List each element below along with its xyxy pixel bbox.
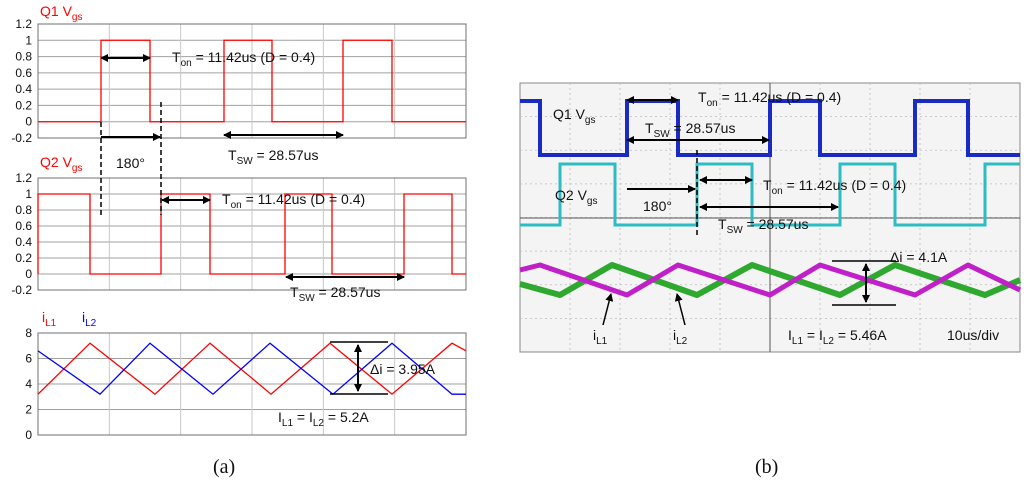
scope-timebase: 10us/div [947,327,999,343]
scope-phase-label: 180° [643,198,672,214]
current-tick-label: 8 [25,326,32,340]
q2-tick-label: 1.2 [15,171,32,185]
legend-il1: iL1 [42,309,57,329]
q2-tick-label: 1 [25,187,32,201]
scope-ton1-label: Ton = 11.42us (D = 0.4) [698,89,841,109]
scope-il1-label: iL1 [593,327,608,347]
scope-q2-label: Q2 Vgs [555,187,597,207]
q1-tick-label: 0.6 [15,66,32,80]
q2-ton-label: Ton = 11.42us (D = 0.4) [222,191,365,211]
scope-avg-label: IL1 = IL2 = 5.46A [788,327,887,347]
scope-il2-label: iL2 [673,327,688,347]
panel-label-a: (a) [213,456,235,478]
q1-tick-label: 1 [25,33,32,47]
q2-title: Q2 Vgs [40,154,82,174]
current-tick-label: 0 [25,428,32,442]
legend-il2: iL2 [82,309,97,329]
q1-tick-label: -0.2 [11,131,32,145]
q1-plot: 1.2 1 0.8 0.6 0.4 0.2 0 -0.2 [11,17,467,145]
scope-q2-trace [520,162,1020,227]
q2-tick-label: 0.6 [15,219,32,233]
q1-tick-label: 0.2 [15,98,32,112]
q1-tick-label: 0.4 [15,82,32,96]
q2-tick-label: 0.8 [15,203,32,217]
scope-il1-trace [519,262,1022,298]
panel-label-b: (b) [755,456,778,478]
scope-il2-pointer [674,293,686,326]
scope-tsw1-label: TSW = 28.57us [645,120,735,140]
q1-ton-label: Ton = 11.42us (D = 0.4) [172,49,315,69]
q2-tsw-label: TSW = 28.57us [290,284,380,304]
q1-tick-label: 0.8 [15,50,32,64]
current-frame [37,332,467,436]
current-tick-label: 2 [25,403,32,417]
scope-tsw2-label: TSW = 28.57us [718,216,808,236]
q1-tsw-label: TSW = 28.57us [228,147,318,167]
oscilloscope-plot [519,82,1022,353]
delta-label: Δi = 3.95A [370,361,436,377]
il1-trace [37,342,467,396]
q1-tick-label: 0 [25,115,32,129]
scope-ton2-label: Ton = 11.42us (D = 0.4) [763,177,906,197]
scope-il1-pointer [602,293,614,326]
current-tick-label: 6 [25,352,32,366]
q1-tick-label: 1.2 [15,17,32,31]
current-plot: 8 6 4 2 0 [25,326,467,442]
q1-vgs-trace [38,39,466,123]
phase-label: 180° [116,155,145,171]
scope-q1-trace [520,99,1020,157]
scope-il2-trace [519,262,1022,298]
scope-delta-label: Δi = 4.1A [890,249,948,265]
q2-tick-label: -0.2 [11,283,32,297]
current-tick-label: 4 [25,377,32,391]
q2-tick-label: 0.4 [15,235,32,249]
avg-label: IL1 = IL2 = 5.2A [278,409,369,429]
scope-q1-label: Q1 Vgs [553,106,595,126]
q2-plot: 1.2 1 0.8 0.6 0.4 0.2 0 -0.2 [11,171,467,297]
il2-trace [37,342,466,396]
q2-tick-label: 0 [25,267,32,281]
q2-tick-label: 0.2 [15,251,32,265]
q1-title: Q1 Vgs [40,3,82,23]
